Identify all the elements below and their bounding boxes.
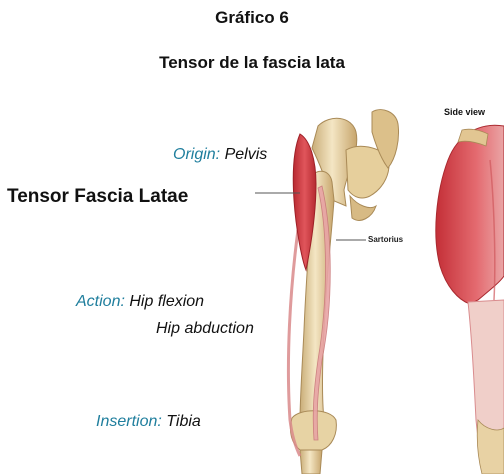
- muscle-name-label: Tensor Fascia Latae: [7, 186, 188, 208]
- origin-value: Pelvis: [225, 146, 268, 163]
- sartorius-label: Sartorius: [368, 235, 403, 244]
- action-key: Action:: [76, 293, 125, 310]
- action-value-1: Hip flexion: [129, 293, 204, 310]
- tibia-bone: [300, 450, 322, 474]
- origin-key: Origin:: [173, 146, 220, 163]
- insertion-label: Insertion: Tibia: [96, 413, 201, 431]
- origin-label: Origin: Pelvis: [173, 146, 267, 164]
- insertion-key: Insertion:: [96, 413, 162, 430]
- action-value-2: Hip abduction: [156, 320, 254, 338]
- insertion-value: Tibia: [166, 413, 201, 430]
- action-label: Action: Hip flexion: [76, 293, 204, 311]
- side-view-label: Side view: [444, 107, 485, 117]
- side-view-illustration: [436, 125, 504, 474]
